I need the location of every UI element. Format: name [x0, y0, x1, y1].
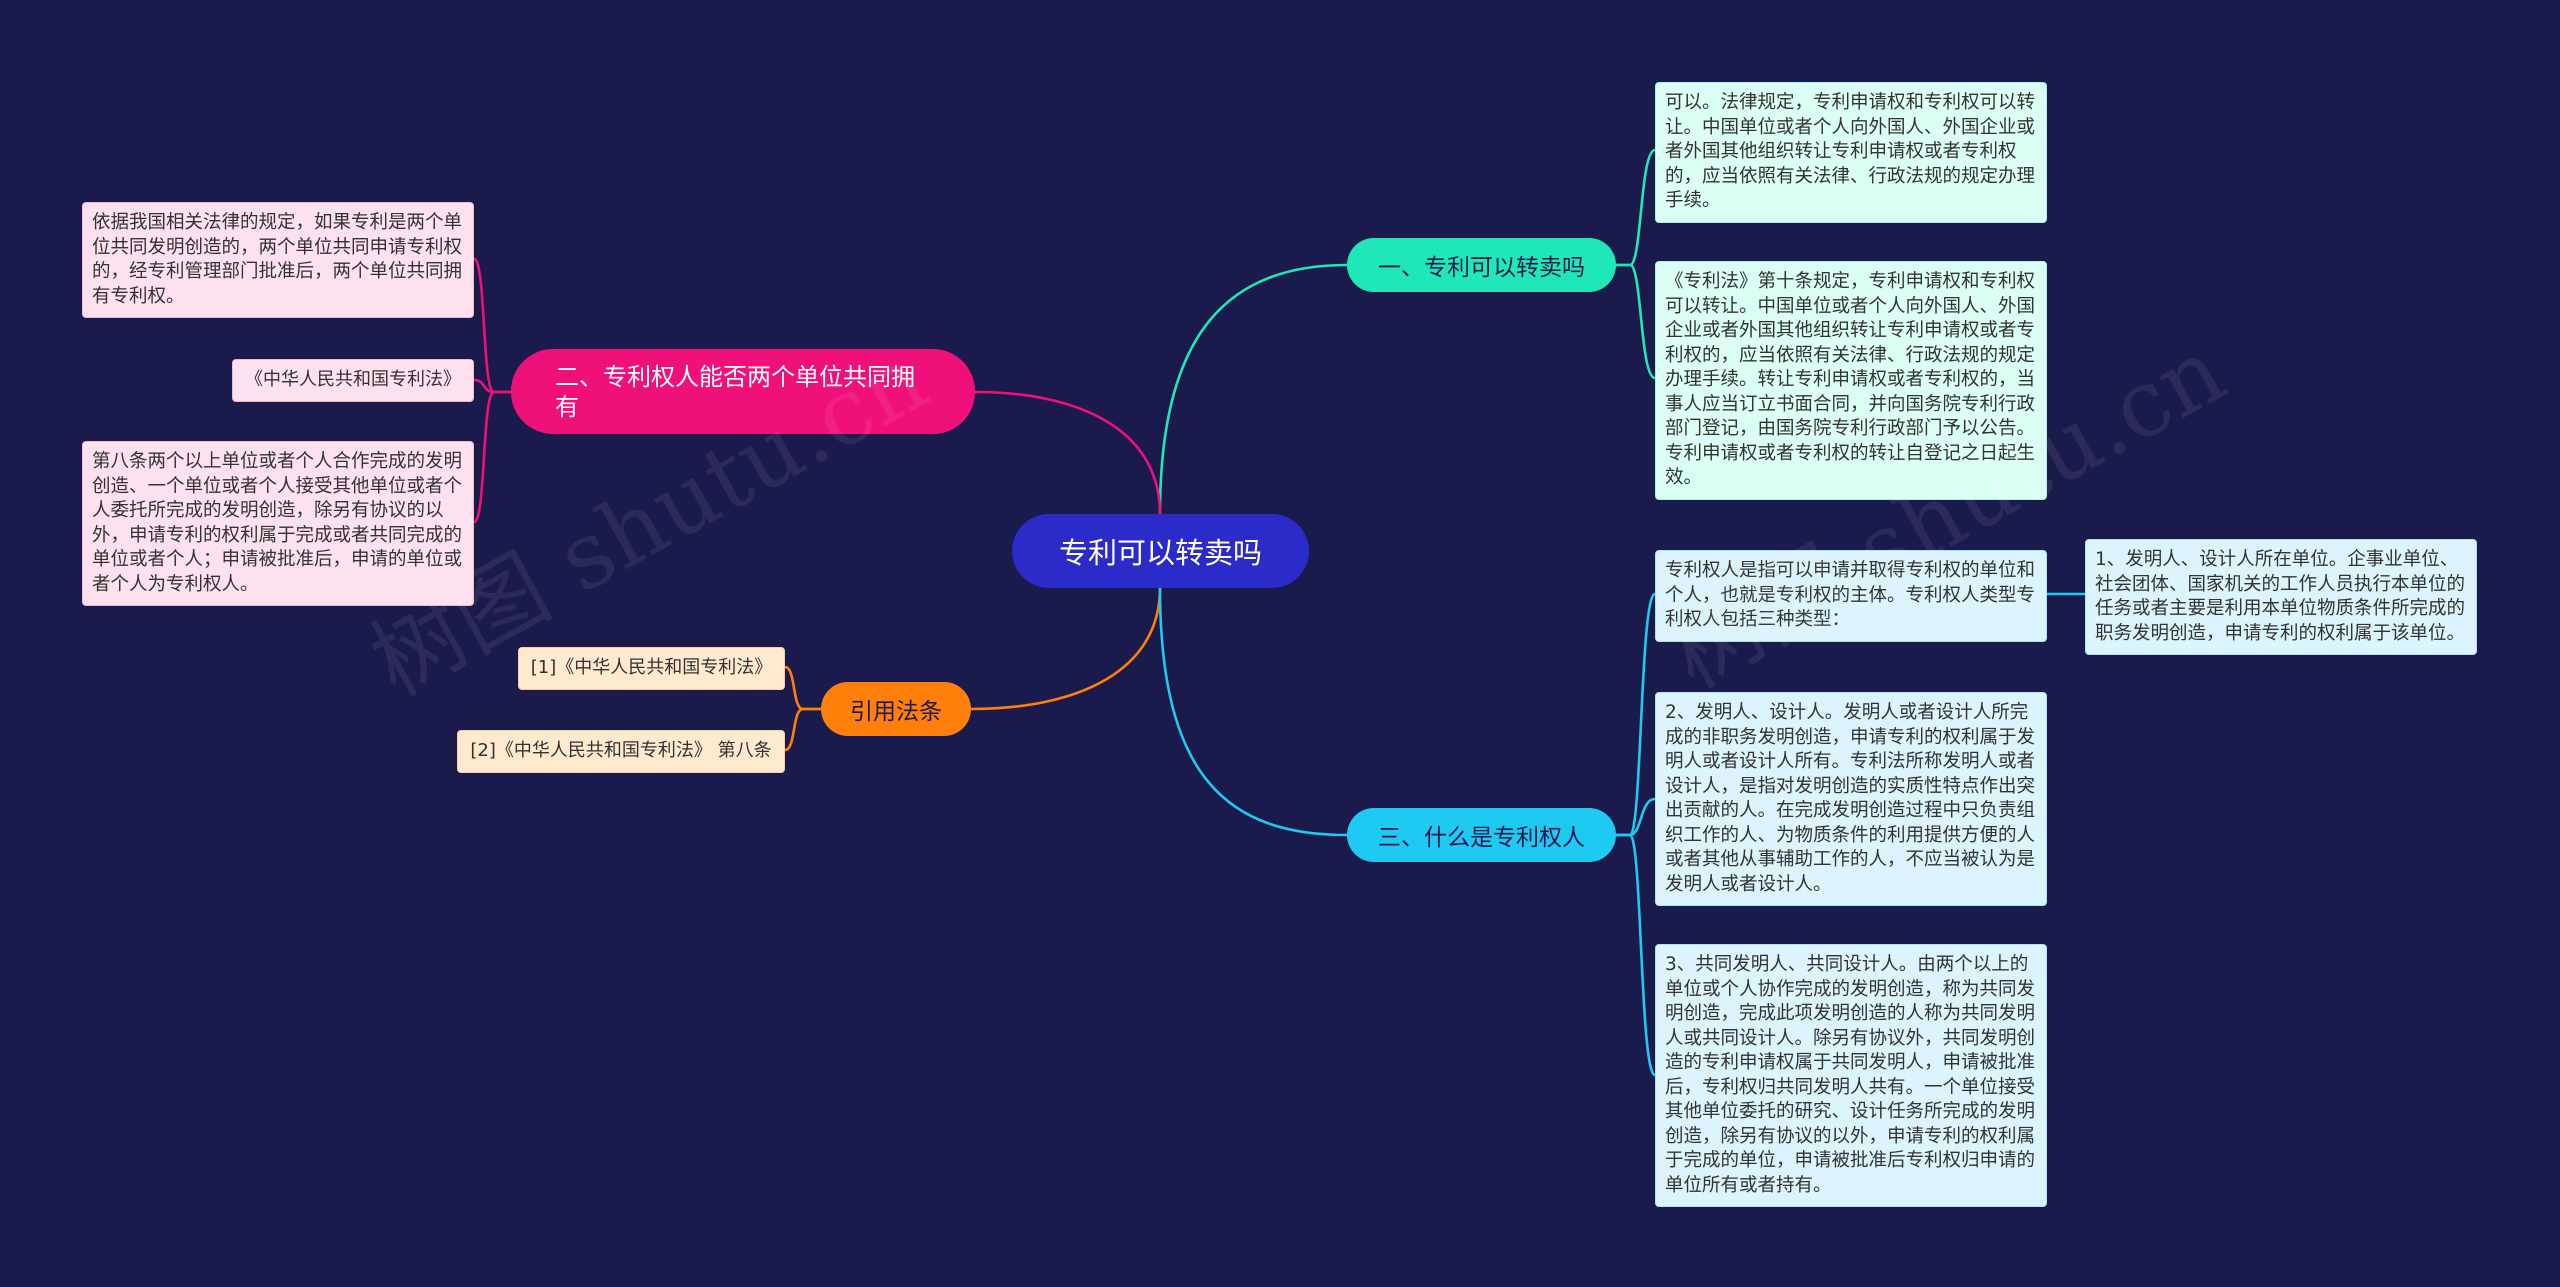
link-root-branch-2 [973, 390, 1162, 516]
branch-3-card-2[interactable]: [2]《中华人民共和国专利法》 第八条 [457, 730, 785, 773]
branch-topic-3[interactable]: 引用法条 [821, 682, 971, 736]
branch-1-card-2[interactable]: 《专利法》第十条规定，专利申请权和专利权可以转让。中国单位或者个人向外国人、外国… [1655, 261, 2047, 500]
card-text: 《专利法》第十条规定，专利申请权和专利权可以转让。中国单位或者个人向外国人、外国… [1665, 271, 2036, 488]
link-branch-1-child-2 [1614, 263, 1657, 380]
link-branch-4-child-3 [1614, 833, 1657, 1077]
link-branch-3-child-1 [783, 665, 823, 711]
branch-topic-1[interactable]: 一、专利可以转卖吗 [1347, 238, 1616, 292]
branch-4-card-1[interactable]: 专利权人是指可以申请并取得专利权的单位和个人，也就是专利权的主体。专利权人类型专… [1655, 550, 2047, 642]
link-branch-2-child-3 [472, 390, 513, 524]
link-branch-3-child-2 [783, 707, 823, 752]
branch-topic-4[interactable]: 三、什么是专利权人 [1347, 808, 1616, 862]
branch-topic-label: 引用法条 [850, 699, 942, 725]
branch-4-card-2[interactable]: 2、发明人、设计人。发明人或者设计人所完成的非职务发明创造，申请专利的权利属于发… [1655, 692, 2047, 906]
branch-4-card-1-sub-1[interactable]: 1、发明人、设计人所在单位。企事业单位、社会团体、国家机关的工作人员执行本单位的… [2085, 539, 2477, 655]
card-text: 第八条两个以上单位或者个人合作完成的发明创造、一个单位或者个人接受其他单位或者个… [92, 451, 463, 595]
link-branch-4-child-1 [1614, 592, 1657, 837]
branch-3-card-1[interactable]: [1]《中华人民共和国专利法》 [518, 647, 785, 690]
link-root-branch-1 [1158, 263, 1349, 516]
card-text: [1]《中华人民共和国专利法》 [530, 657, 773, 678]
root-topic[interactable]: 专利可以转卖吗 [1012, 514, 1309, 588]
branch-2-card-1[interactable]: 依据我国相关法律的规定，如果专利是两个单位共同发明创造的，两个单位共同申请专利权… [82, 202, 474, 318]
branch-topic-label: 一、专利可以转卖吗 [1378, 255, 1585, 281]
branch-topic-2[interactable]: 二、专利权人能否两个单位共同拥有 [511, 349, 975, 434]
card-text: 专利权人是指可以申请并取得专利权的单位和个人，也就是专利权的主体。专利权人类型专… [1665, 560, 2036, 630]
link-root-branch-4 [1158, 586, 1349, 837]
branch-2-card-3[interactable]: 第八条两个以上单位或者个人合作完成的发明创造、一个单位或者个人接受其他单位或者个… [82, 441, 474, 606]
link-branch-2-child-1 [472, 257, 513, 394]
branch-2-card-2[interactable]: 《中华人民共和国专利法》 [232, 359, 474, 402]
branch-1-card-1[interactable]: 可以。法律规定，专利申请权和专利权可以转让。中国单位或者个人向外国人、外国企业或… [1655, 82, 2047, 223]
link-branch-1-child-1 [1614, 148, 1657, 267]
card-text: 1、发明人、设计人所在单位。企事业单位、社会团体、国家机关的工作人员执行本单位的… [2095, 549, 2466, 644]
branch-topic-label: 三、什么是专利权人 [1378, 825, 1585, 851]
root-topic-label: 专利可以转卖吗 [1058, 536, 1262, 570]
card-text: 2、发明人、设计人。发明人或者设计人所完成的非职务发明创造，申请专利的权利属于发… [1665, 702, 2036, 895]
card-text: [2]《中华人民共和国专利法》 第八条 [470, 740, 772, 761]
link-root-branch-3 [969, 586, 1162, 711]
branch-topic-label: 二、专利权人能否两个单位共同拥有 [555, 362, 915, 421]
card-text: 《中华人民共和国专利法》 [245, 369, 461, 390]
card-text: 3、共同发明人、共同设计人。由两个以上的单位或个人协作完成的发明创造，称为共同发… [1665, 954, 2036, 1196]
card-text: 依据我国相关法律的规定，如果专利是两个单位共同发明创造的，两个单位共同申请专利权… [92, 212, 463, 307]
card-text: 可以。法律规定，专利申请权和专利权可以转让。中国单位或者个人向外国人、外国企业或… [1665, 92, 2036, 211]
branch-4-card-3[interactable]: 3、共同发明人、共同设计人。由两个以上的单位或个人协作完成的发明创造，称为共同发… [1655, 944, 2047, 1207]
